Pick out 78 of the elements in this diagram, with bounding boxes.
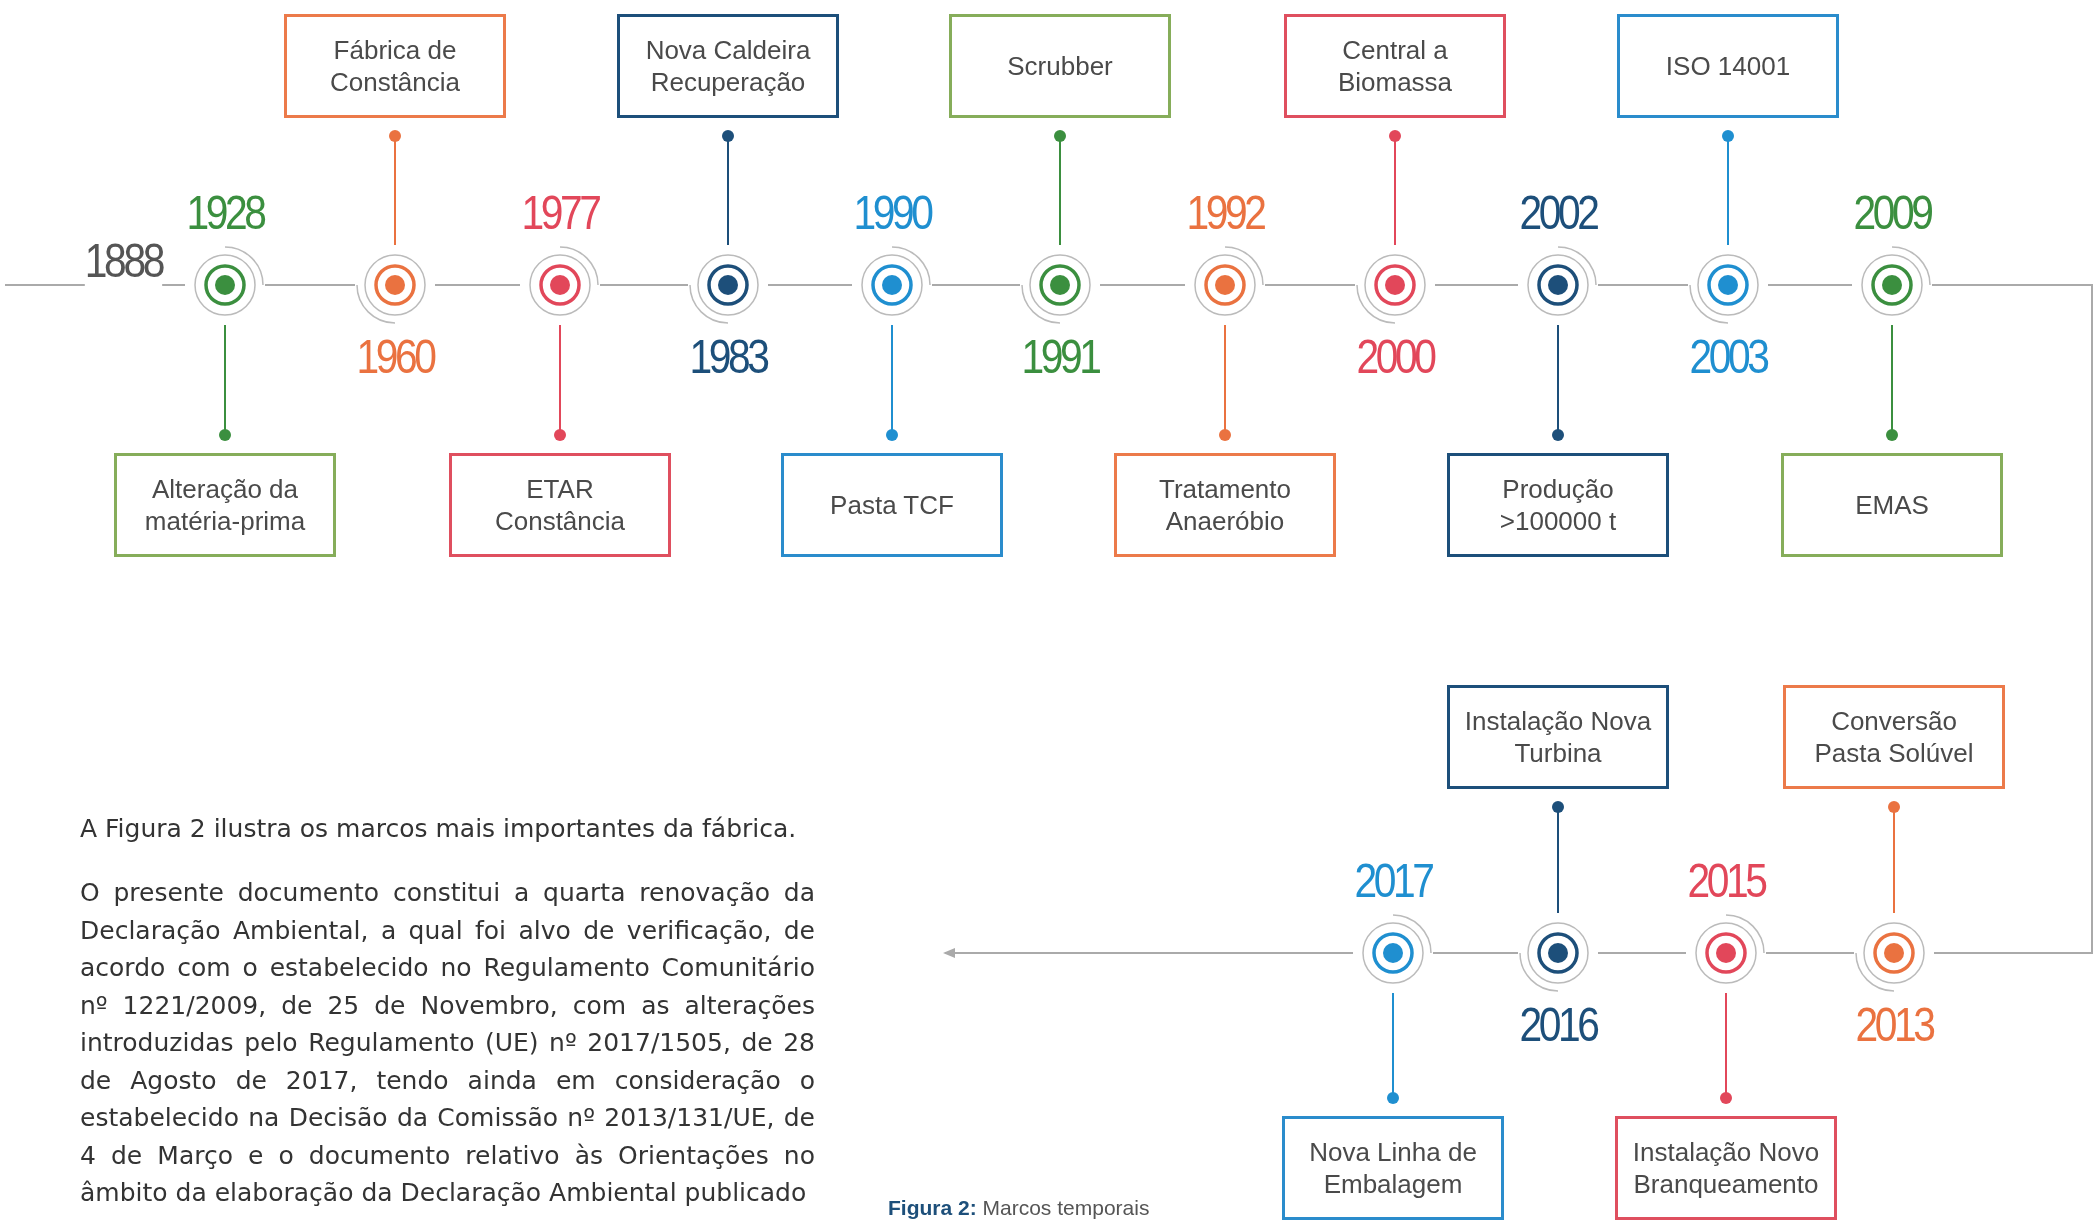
year-label: 2009 bbox=[1852, 187, 1933, 239]
year-label: 1983 bbox=[688, 331, 769, 383]
year-label: 1977 bbox=[520, 187, 601, 239]
milestone-box bbox=[1783, 685, 2005, 789]
year-label: 2000 bbox=[1355, 331, 1436, 383]
leader-line bbox=[554, 324, 566, 441]
timeline-line bbox=[1434, 284, 1519, 286]
leader-line bbox=[1219, 324, 1231, 441]
milestone-label: Nova Linha de Embalagem bbox=[1308, 1136, 1478, 1200]
timeline-line bbox=[1099, 284, 1186, 286]
milestone-label: Tratamento Anaeróbio bbox=[1158, 473, 1292, 537]
year-label: 1991 bbox=[1020, 331, 1101, 383]
milestone-label: Fábrica de Constância bbox=[328, 34, 462, 98]
milestone-label: Nova Caldeira Recuperação bbox=[644, 34, 812, 98]
year-label: 1928 bbox=[185, 187, 266, 239]
milestone-label: Scrubber bbox=[1007, 50, 1113, 82]
milestone-label: ISO 14001 bbox=[1665, 50, 1791, 82]
timeline-line bbox=[1597, 284, 1689, 286]
year-label: 2002 bbox=[1518, 187, 1599, 239]
timeline-line bbox=[931, 284, 1021, 286]
leader-line bbox=[1552, 801, 1564, 914]
leader-line bbox=[1720, 992, 1732, 1104]
timeline-line bbox=[767, 284, 853, 286]
milestone-label: Pasta TCF bbox=[830, 489, 954, 521]
leader-line bbox=[1552, 324, 1564, 441]
milestone-label: ETAR Constância bbox=[493, 473, 627, 537]
leader-line bbox=[1387, 992, 1399, 1104]
timeline-line bbox=[1931, 284, 2093, 954]
timeline-line bbox=[1264, 284, 1356, 286]
year-label: 1960 bbox=[355, 331, 436, 383]
year-label: 2015 bbox=[1686, 855, 1767, 907]
milestone-box bbox=[1781, 453, 2003, 557]
milestone-box bbox=[1615, 1116, 1837, 1220]
milestone-box bbox=[284, 14, 506, 118]
milestone-label: Instalação Nova Turbina bbox=[1464, 705, 1652, 769]
milestone-label: Instalação Novo Branqueamento bbox=[1632, 1136, 1820, 1200]
leader-line bbox=[1888, 801, 1900, 914]
timeline-line bbox=[599, 284, 689, 286]
timeline-line bbox=[1765, 952, 1855, 954]
milestone-box bbox=[1282, 1116, 1504, 1220]
year-label: 2016 bbox=[1518, 999, 1599, 1051]
leader-line bbox=[1722, 130, 1734, 246]
milestone-label: Conversão Pasta Solúvel bbox=[1813, 705, 1975, 769]
milestone-label: EMAS bbox=[1855, 489, 1929, 521]
milestone-box bbox=[949, 14, 1171, 118]
leader-line bbox=[389, 130, 401, 246]
leader-line bbox=[1389, 130, 1401, 246]
year-label: 2013 bbox=[1854, 999, 1935, 1051]
timeline-arrow bbox=[943, 948, 1354, 958]
leader-line bbox=[886, 324, 898, 441]
leader-line bbox=[1054, 130, 1066, 246]
milestone-label: Produção >100000 t bbox=[1498, 473, 1618, 537]
milestone-box bbox=[1447, 685, 1669, 789]
timeline-line bbox=[1767, 284, 1853, 286]
milestone-box bbox=[617, 14, 839, 118]
milestone-label: Central a Biomassa bbox=[1336, 34, 1454, 98]
year-label: 1992 bbox=[1185, 187, 1266, 239]
leader-line bbox=[219, 324, 231, 441]
milestone-box bbox=[449, 453, 671, 557]
leader-line bbox=[1886, 324, 1898, 441]
timeline-line bbox=[264, 284, 356, 286]
milestone-box bbox=[1114, 453, 1336, 557]
intro-text: A Figura 2 ilustra os marcos mais importantes da fábrica. bbox=[80, 813, 798, 845]
year-label: 2003 bbox=[1688, 331, 1769, 383]
milestone-box bbox=[781, 453, 1003, 557]
milestone-box bbox=[1617, 14, 1839, 118]
body-paragraph: O presente documento constitui a quarta renovação da Declaração Ambiental, a qual foi alvo de verificação, de acordo com o estabelecido no Regulamento Comunitário nº 1221/2009, de 25 de Novembro, com as alterações introduzidas pelo Regulamento (UE) nº 2017/1505, de 28 de Agosto de 2017, tendo ainda em consideração o estabelecido na Decisão da Comissão nº 2013/131/UE, de 4 de Março e o documento relativo às Orientações no âmbito da elaboração da Declaração Ambiental publicado bbox=[80, 877, 815, 1209]
leader-line bbox=[722, 130, 734, 246]
milestone-box bbox=[1447, 453, 1669, 557]
timeline-line bbox=[1432, 952, 1519, 954]
timeline-line bbox=[1597, 952, 1687, 954]
figure-caption: Figura 2: Marcos temporais bbox=[888, 1195, 1150, 1221]
milestone-label: Alteração da matéria-prima bbox=[143, 473, 307, 537]
year-label: 1990 bbox=[852, 187, 933, 239]
milestone-box bbox=[1284, 14, 1506, 118]
year-label: 2017 bbox=[1353, 855, 1434, 907]
timeline-line bbox=[434, 284, 521, 286]
milestone-box bbox=[114, 453, 336, 557]
